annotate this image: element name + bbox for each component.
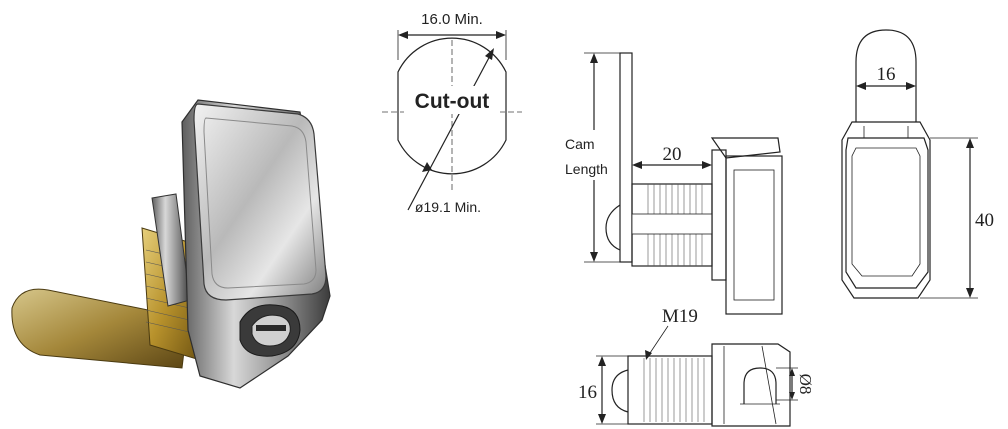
cutout-width-label: 16.0 Min.: [421, 11, 483, 28]
cutout-diagram: 16.0 Min. Cut-out ø19.1 Min.: [382, 11, 522, 215]
key-slot: [239, 304, 301, 357]
cutout-shape: [397, 37, 507, 175]
cam-blade: [11, 288, 189, 369]
bottom-height-label: 16: [578, 382, 597, 403]
product-photo: [11, 99, 331, 389]
cutout-label: Cut-out: [415, 90, 490, 113]
cam-length-label-2: Length: [565, 161, 608, 177]
cam-length-label-1: Cam: [565, 136, 595, 152]
hole-diameter-label: Ø8: [796, 374, 815, 395]
front-view: 16 40: [841, 29, 994, 299]
front-width-label: 16: [877, 64, 896, 85]
cutout-diameter-label: ø19.1 Min.: [415, 199, 481, 215]
bottom-view: M19 16: [578, 306, 815, 427]
depth-label: 20: [663, 144, 682, 165]
thread-label: M19: [662, 306, 698, 327]
front-height-label: 40: [975, 210, 994, 231]
side-view: Cam Length 20: [562, 52, 783, 315]
chrome-face: [193, 103, 327, 301]
